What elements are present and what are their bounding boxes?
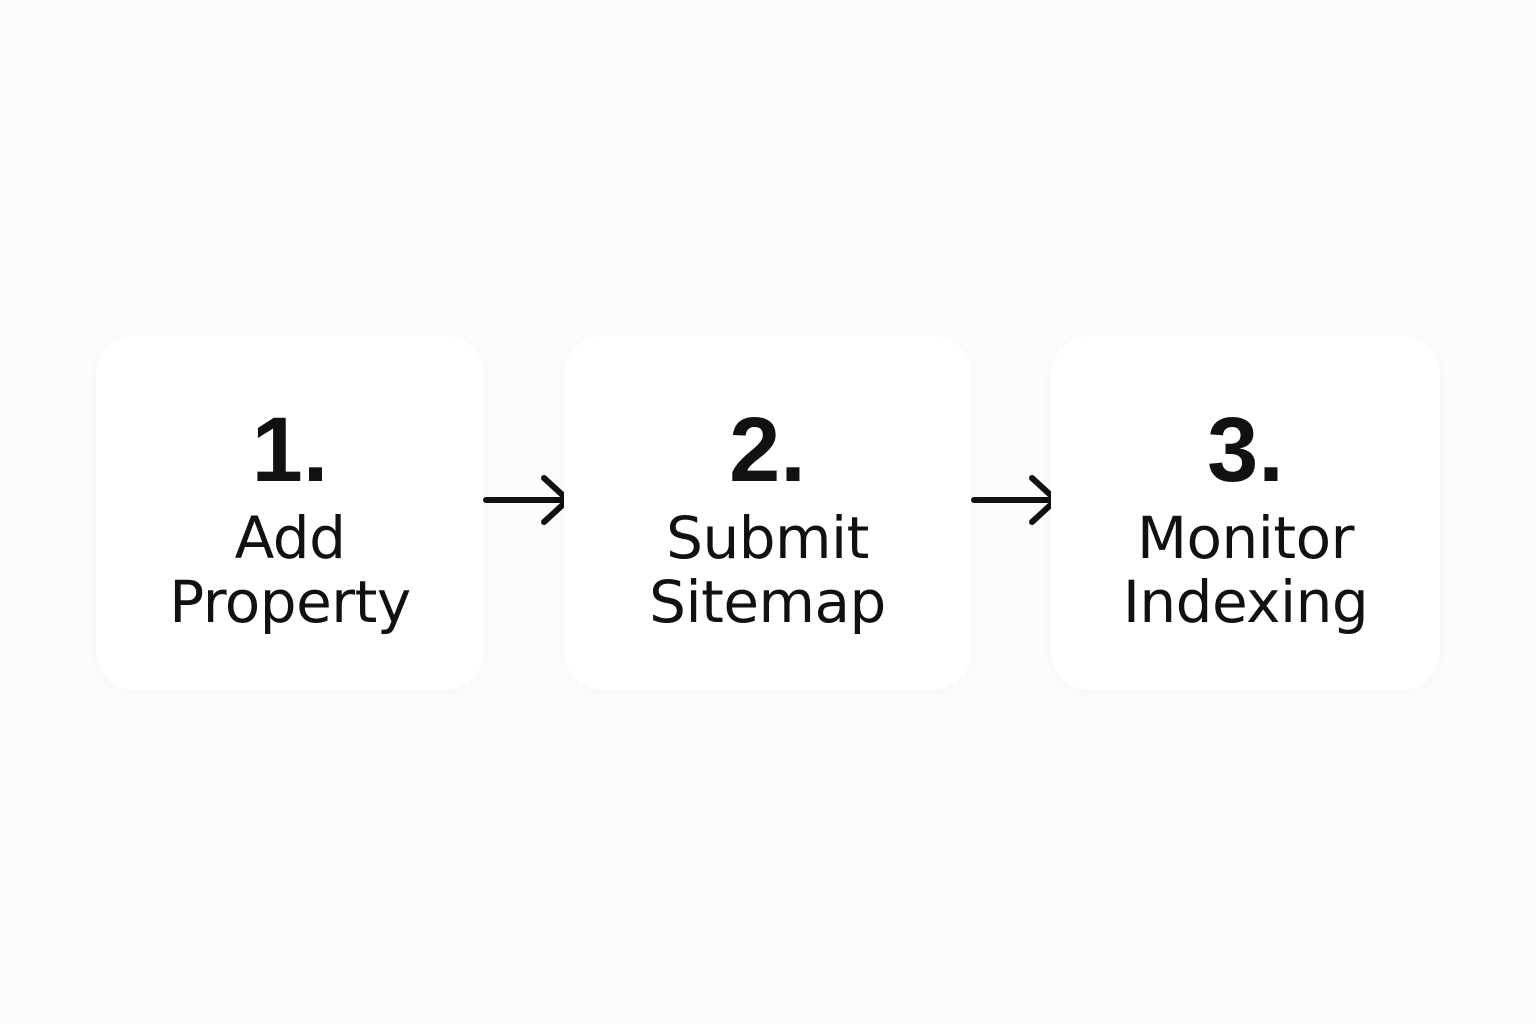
step-number: 2. bbox=[729, 399, 806, 501]
step-label-line: Sitemap bbox=[649, 568, 886, 636]
arrow-right-icon bbox=[971, 475, 1059, 525]
step-number: 3. bbox=[1207, 399, 1284, 501]
step-card-monitor-indexing: 3. Monitor Indexing bbox=[1051, 336, 1440, 690]
step-label-line: Monitor bbox=[1137, 504, 1354, 572]
step-label: Submit Sitemap bbox=[649, 506, 886, 634]
step-card-add-property: 1. Add Property bbox=[96, 336, 484, 690]
step-label-line: Add bbox=[234, 504, 346, 572]
step-label-line: Property bbox=[169, 568, 411, 636]
step-label-line: Indexing bbox=[1122, 568, 1369, 636]
step-number: 1. bbox=[251, 399, 329, 501]
step-label: Add Property bbox=[169, 504, 411, 636]
step-label-line: Submit bbox=[666, 504, 869, 572]
step-card-submit-sitemap: 2. Submit Sitemap bbox=[564, 336, 971, 690]
arrow-right-icon bbox=[483, 475, 571, 525]
step-label: Monitor Indexing bbox=[1122, 504, 1369, 636]
